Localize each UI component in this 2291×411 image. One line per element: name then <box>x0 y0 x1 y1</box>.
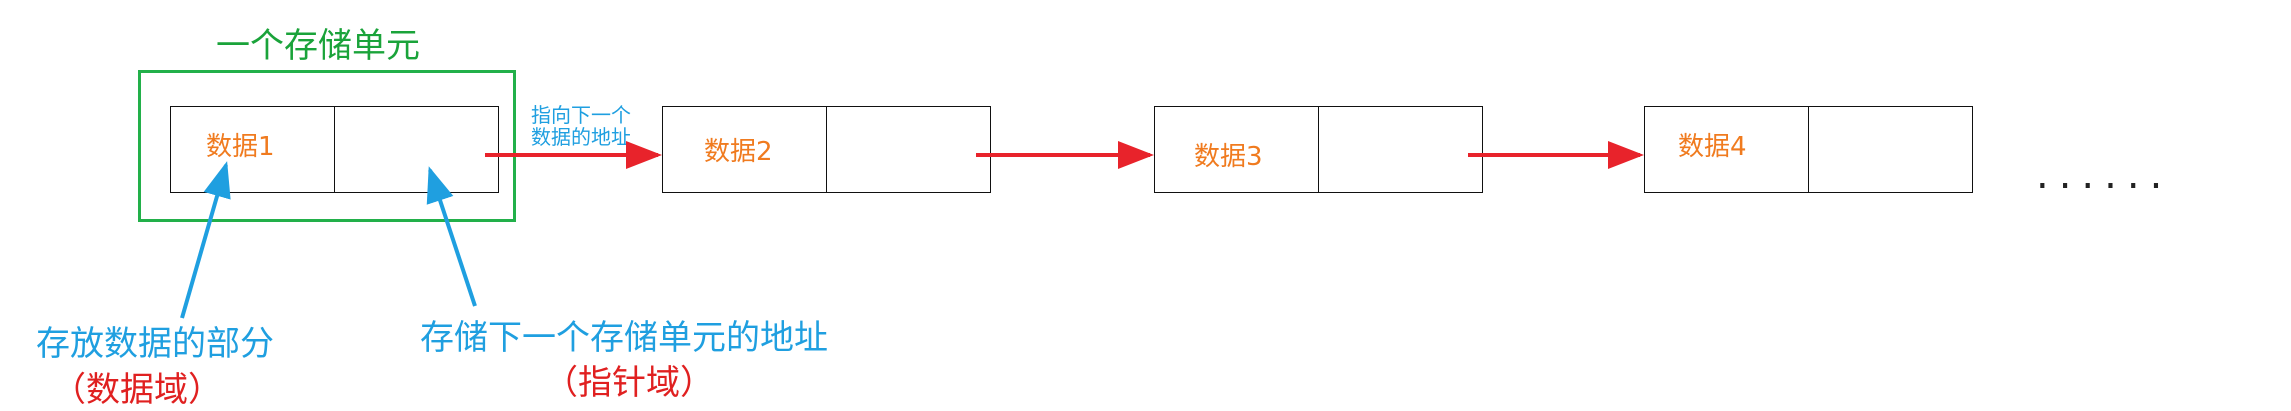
node-3-pointer-field <box>1318 106 1483 193</box>
node-1-pointer-field <box>334 106 499 193</box>
storage-unit-title: 一个存储单元 <box>216 26 420 66</box>
node-4-pointer-field <box>1808 106 1973 193</box>
node-3-data-label: 数据3 <box>1194 142 1263 172</box>
node-3-data-field <box>1154 106 1319 193</box>
node-1-data-label: 数据1 <box>206 132 275 162</box>
node-2-pointer-field <box>826 106 991 193</box>
storage-unit-frame <box>138 70 516 222</box>
pointer-note-line-1: 指向下一个 <box>531 103 631 127</box>
pointer-part-caption: 存储下一个存储单元的地址 <box>420 318 828 358</box>
node-4-data-label: 数据4 <box>1678 132 1747 162</box>
pointer-part-term: （指针域） <box>544 363 714 403</box>
pointer-note-line-2: 数据的地址 <box>531 125 631 149</box>
node-4-data-field <box>1644 106 1809 193</box>
pointer-part-pointer-arrow <box>426 166 477 307</box>
ellipsis-dots: ...... <box>2036 152 2173 198</box>
data-part-term: （数据域） <box>52 370 222 410</box>
node-2-data-label: 数据2 <box>704 137 773 167</box>
node-2-data-field <box>662 106 827 193</box>
data-part-caption: 存放数据的部分 <box>36 324 274 364</box>
data-part-pointer-arrow <box>180 161 231 319</box>
node-1-data-field <box>170 106 335 193</box>
